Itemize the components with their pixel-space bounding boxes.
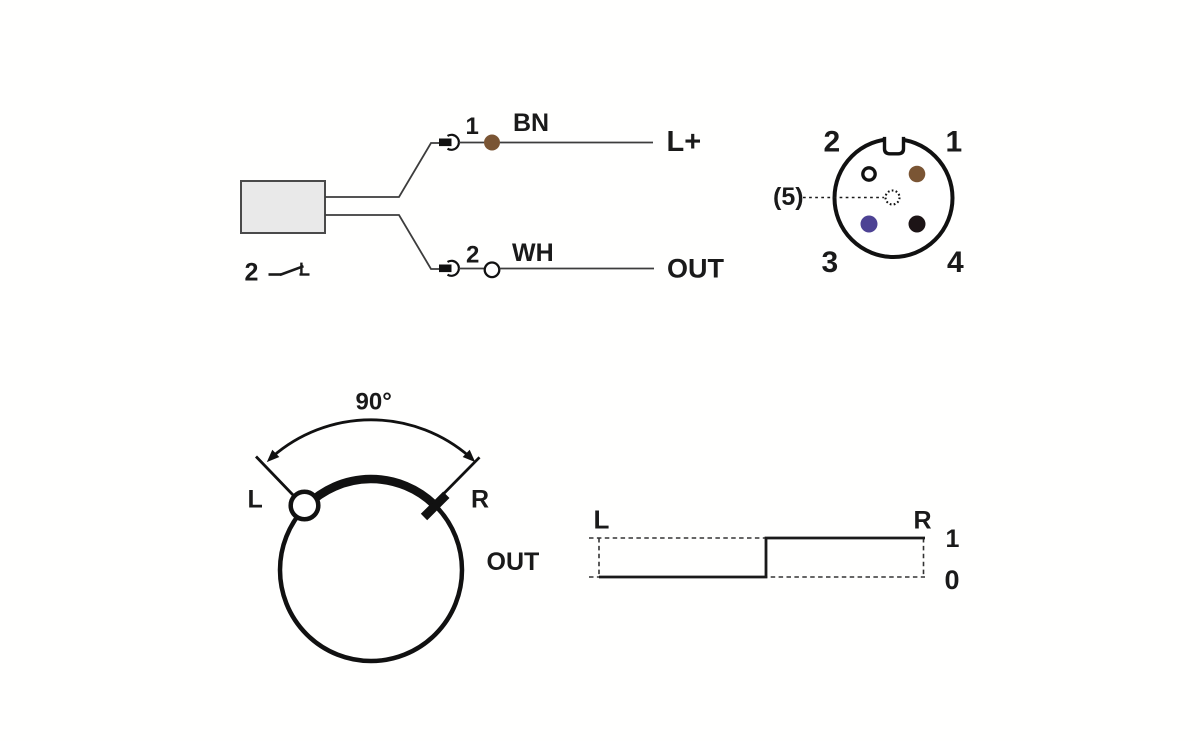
svg-text:WH: WH: [512, 239, 554, 267]
svg-text:3: 3: [822, 246, 839, 279]
svg-text:OUT: OUT: [667, 254, 725, 284]
svg-text:OUT: OUT: [487, 548, 540, 576]
svg-text:1: 1: [466, 113, 479, 140]
svg-text:2: 2: [824, 125, 841, 158]
svg-text:L: L: [248, 485, 263, 513]
svg-text:4: 4: [947, 246, 964, 279]
svg-text:1: 1: [946, 125, 963, 158]
svg-text:2: 2: [245, 259, 259, 287]
svg-text:R: R: [914, 506, 932, 534]
svg-text:R: R: [471, 485, 489, 513]
svg-text:L: L: [594, 504, 610, 534]
svg-text:1: 1: [946, 525, 960, 553]
svg-text:0: 0: [945, 565, 960, 595]
svg-text:(5): (5): [773, 183, 804, 211]
svg-text:BN: BN: [513, 109, 549, 137]
svg-text:L+: L+: [667, 126, 702, 158]
svg-text:2: 2: [466, 242, 479, 269]
svg-text:90°: 90°: [356, 389, 392, 416]
